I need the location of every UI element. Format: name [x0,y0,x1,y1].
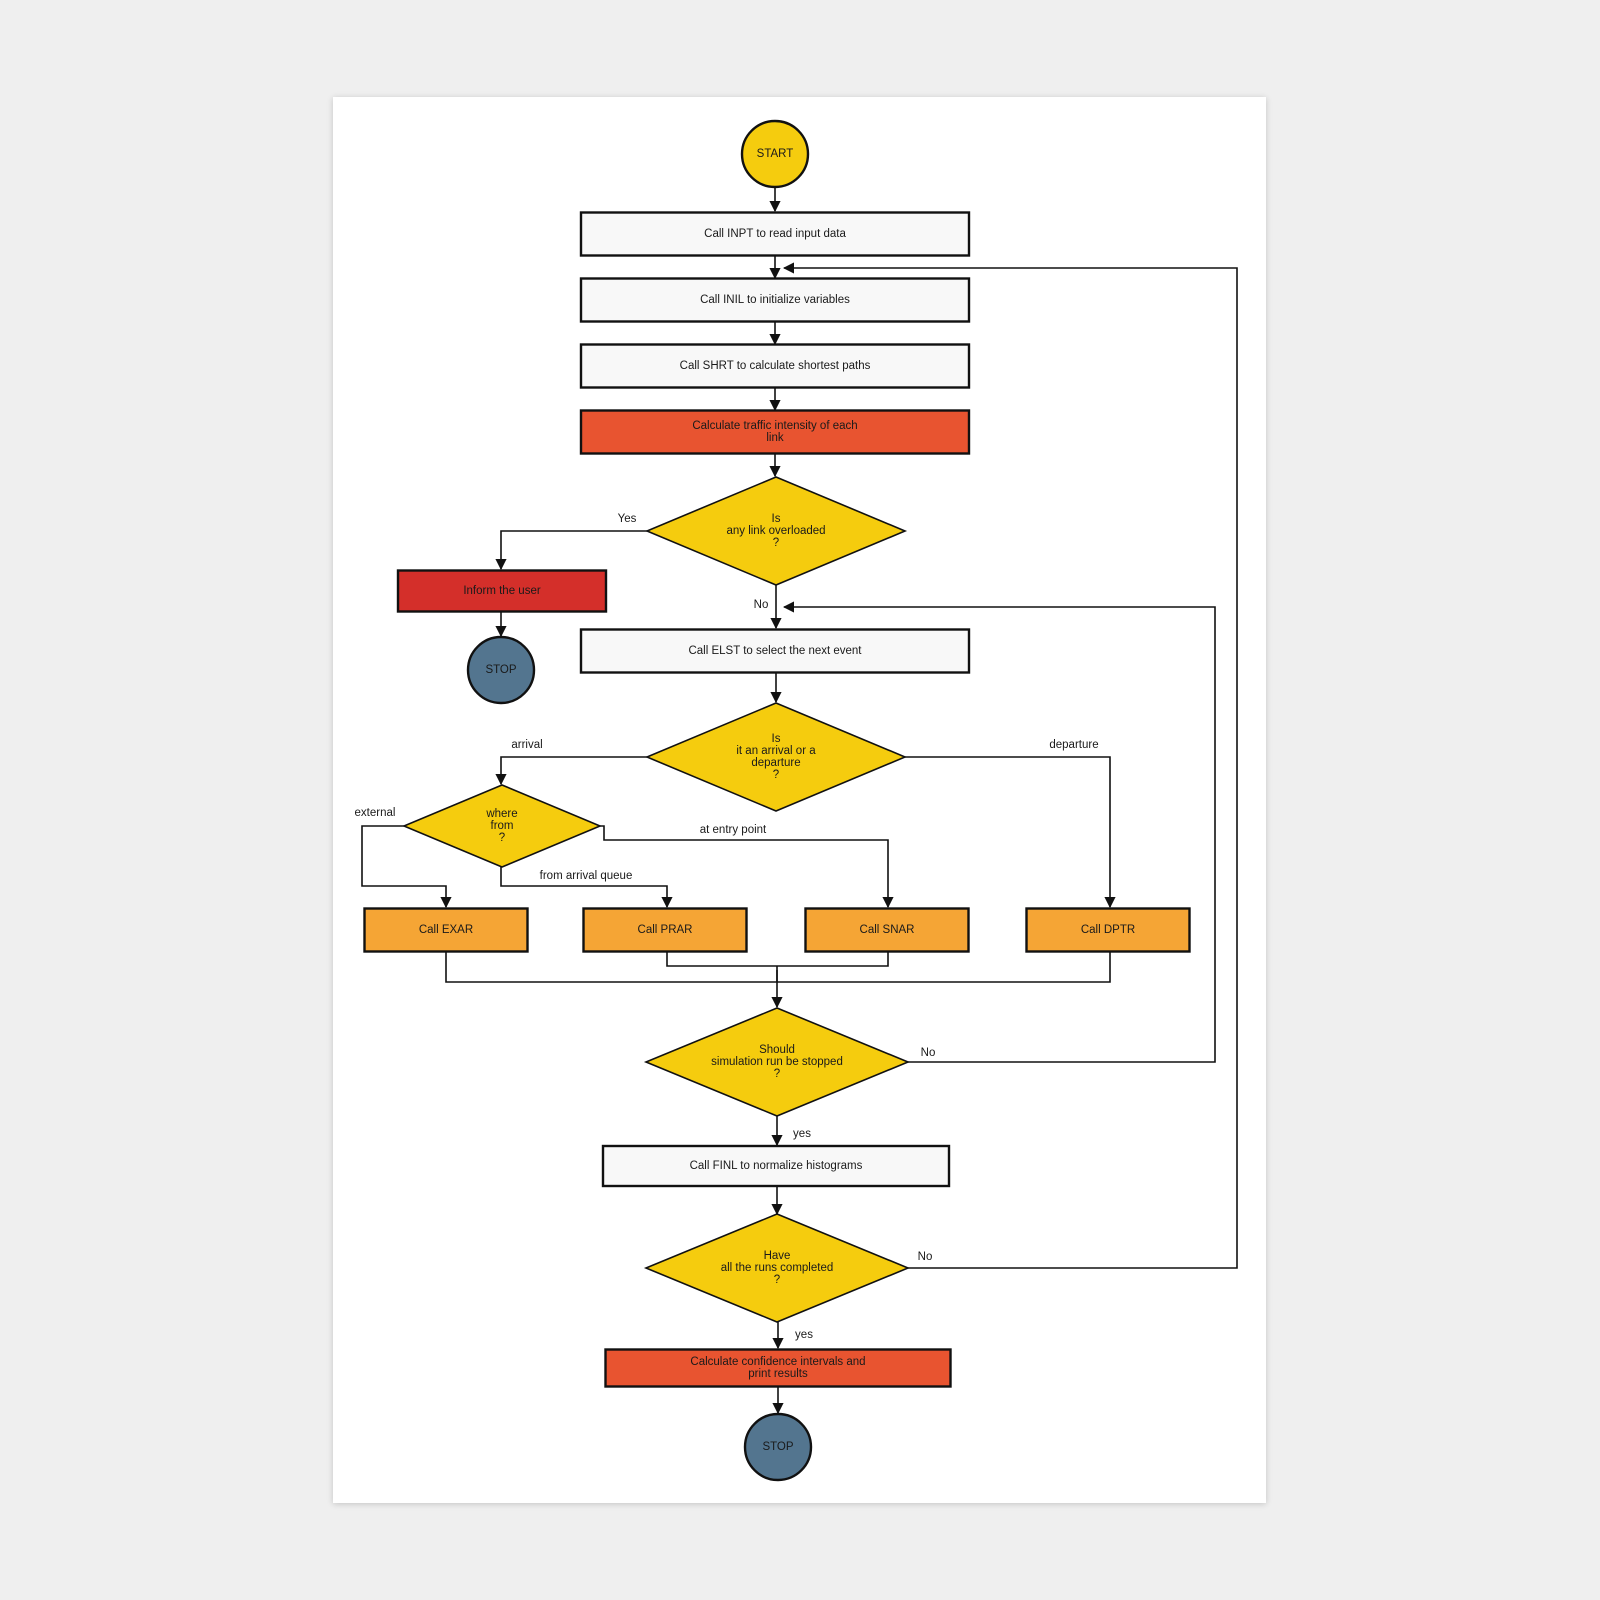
node-label: Call ELST to select the next event [688,645,862,657]
node-label: Call PRAR [638,924,693,936]
decision-diamond [643,1213,911,1323]
node-label: STOP [762,1441,793,1453]
node-label: Calculate traffic intensity of each [692,420,857,432]
decision-diamond [643,1007,911,1117]
edge-label: No [921,1047,936,1059]
edge-label: yes [793,1128,811,1140]
node-label: STOP [485,664,516,676]
node-prar: Call PRAR [582,907,748,953]
node-label: Call FINL to normalize histograms [690,1160,863,1172]
edge-label: from arrival queue [540,870,633,882]
node-label: Is [772,513,781,525]
node-label: Is [772,733,781,745]
node-snar: Call SNAR [804,907,970,953]
process-box [582,907,748,953]
process-box [804,907,970,953]
node-label: Call DPTR [1081,924,1135,936]
edge-label: arrival [511,739,542,751]
edge-wherefrom-to-prar [500,867,673,909]
node-inform: Inform the user [396,569,608,613]
edge-arrdep-to-wherefrom [495,756,647,786]
process-box [1025,907,1191,953]
node-label: ? [774,1274,780,1286]
process-box [579,409,971,455]
process-box [604,1348,952,1388]
process-box [579,211,971,257]
node-label: Call SNAR [860,924,915,936]
node-label: START [757,148,794,160]
process-box [579,628,971,674]
node-label: ? [774,1068,780,1080]
merge-line [666,952,889,967]
node-label: where [485,808,517,820]
edge-label: No [918,1251,933,1263]
node-confidence: Calculate confidence intervals andprint … [604,1348,952,1388]
node-stop1: STOP [466,635,536,705]
edge-wherefrom-to-exar [361,825,452,909]
node-label: ? [773,769,779,781]
edge-arrdep-to-dptr [905,756,1116,909]
node-label: any link overloaded [726,525,825,537]
node-label: ? [499,832,505,844]
node-label: Call SHRT to calculate shortest paths [680,360,871,372]
node-exar: Call EXAR [363,907,529,953]
node-label: link [766,432,784,444]
node-label: Inform the user [463,585,541,597]
node-label: ? [773,537,779,549]
node-stop2: STOP [743,1412,813,1482]
process-box [579,277,971,323]
node-label: Calculate confidence intervals and [690,1356,865,1368]
node-start: START [740,119,810,189]
node-label: departure [751,757,800,769]
edge-wherefrom-to-snar [600,825,894,909]
node-label: it an arrival or a [736,745,816,757]
process-box [363,907,529,953]
edge-label: departure [1049,739,1098,751]
terminal-shape [466,635,536,705]
edge-allruns-to-inil [782,262,1238,1269]
node-label: simulation run be stopped [711,1056,843,1068]
node-label: Call EXAR [419,924,473,936]
edge-overloaded-to-inform [495,530,647,571]
node-label: Should [759,1044,795,1056]
node-label: Have [764,1250,791,1262]
node-label: Call INIL to initialize variables [700,294,850,306]
edge-label: external [355,807,396,819]
edge-label: yes [795,1329,813,1341]
process-box [601,1144,951,1188]
process-box [396,569,608,613]
node-label: all the runs completed [721,1262,834,1274]
node-label: from [491,820,514,832]
node-label: Call INPT to read input data [704,228,846,240]
node-shrt: Call SHRT to calculate shortest paths [579,343,971,389]
merge-line [445,952,1111,983]
node-finl: Call FINL to normalize histograms [601,1144,951,1188]
process-box [579,343,971,389]
terminal-shape [740,119,810,189]
edges-layer [361,187,1238,1415]
edge-stopsim-to-elst [782,601,1216,1063]
node-dptr: Call DPTR [1025,907,1191,953]
node-label: print results [748,1368,808,1380]
node-inpt: Call INPT to read input data [579,211,971,257]
node-elst: Call ELST to select the next event [579,628,971,674]
decision-diamond [644,702,908,812]
edge-label: Yes [618,513,637,525]
edge-label: No [754,599,769,611]
terminal-shape [743,1412,813,1482]
decision-diamond [401,784,603,868]
decision-diamond [644,476,908,586]
edge-label: at entry point [700,824,767,836]
node-inil: Call INIL to initialize variables [579,277,971,323]
